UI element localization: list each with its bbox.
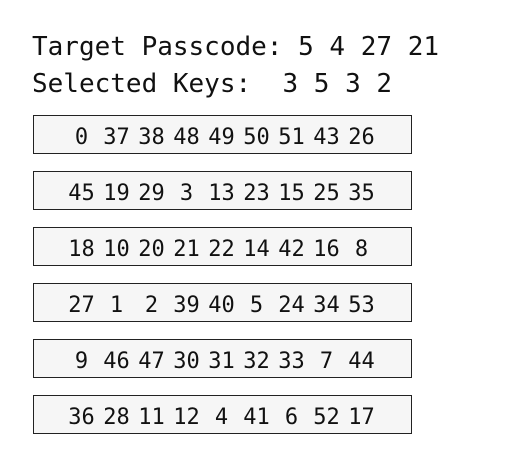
key-button[interactable]: 44 xyxy=(348,349,375,374)
key-button[interactable]: 43 xyxy=(313,125,340,150)
selected-keys-line: Selected Keys: 3 5 3 2 xyxy=(32,69,392,99)
key-button[interactable]: 31 xyxy=(208,349,235,374)
selected-key-value: 3 xyxy=(345,69,361,99)
key-button[interactable]: 8 xyxy=(354,237,369,262)
key-button[interactable]: 1 xyxy=(109,293,124,318)
key-button[interactable]: 33 xyxy=(278,349,305,374)
key-button[interactable]: 28 xyxy=(103,405,130,430)
key-button[interactable]: 25 xyxy=(313,181,340,206)
key-button[interactable]: 53 xyxy=(348,293,375,318)
key-button[interactable]: 24 xyxy=(278,293,305,318)
key-button[interactable]: 9 xyxy=(74,349,89,374)
key-button[interactable]: 34 xyxy=(313,293,340,318)
keypad-row-2: 45 19 29 3 13 23 15 25 35 xyxy=(33,171,412,210)
key-button[interactable]: 52 xyxy=(313,405,340,430)
key-button[interactable]: 36 xyxy=(68,405,95,430)
key-button[interactable]: 42 xyxy=(278,237,305,262)
key-button[interactable]: 40 xyxy=(208,293,235,318)
keypad-row-3: 18 10 20 21 22 14 42 16 8 xyxy=(33,227,412,266)
key-button[interactable]: 11 xyxy=(138,405,165,430)
key-button[interactable]: 51 xyxy=(278,125,305,150)
key-button[interactable]: 21 xyxy=(173,237,200,262)
key-button[interactable]: 4 xyxy=(214,405,229,430)
key-button[interactable]: 47 xyxy=(138,349,165,374)
key-button[interactable]: 2 xyxy=(144,293,159,318)
target-passcode-digit: 5 xyxy=(298,32,314,62)
key-button[interactable]: 6 xyxy=(284,405,299,430)
key-button[interactable]: 41 xyxy=(243,405,270,430)
selected-keys-label: Selected Keys: xyxy=(32,69,267,99)
key-button[interactable]: 39 xyxy=(173,293,200,318)
key-button[interactable]: 38 xyxy=(138,125,165,150)
key-button[interactable]: 27 xyxy=(68,293,95,318)
key-button[interactable]: 18 xyxy=(68,237,95,262)
key-button[interactable]: 7 xyxy=(319,349,334,374)
key-button[interactable]: 29 xyxy=(138,181,165,206)
key-button[interactable]: 32 xyxy=(243,349,270,374)
target-passcode-digit: 27 xyxy=(360,32,393,62)
selected-key-value: 3 xyxy=(282,69,299,99)
key-button[interactable]: 15 xyxy=(278,181,305,206)
key-button[interactable]: 13 xyxy=(208,181,235,206)
keypad-row-5: 9 46 47 30 31 32 33 7 44 xyxy=(33,339,412,378)
key-button[interactable]: 3 xyxy=(179,181,194,206)
key-button[interactable]: 37 xyxy=(103,125,130,150)
key-button[interactable]: 35 xyxy=(348,181,375,206)
key-button[interactable]: 30 xyxy=(173,349,200,374)
selected-key-value: 2 xyxy=(376,69,393,99)
key-button[interactable]: 45 xyxy=(68,181,95,206)
key-button[interactable]: 26 xyxy=(348,125,375,150)
key-button[interactable]: 20 xyxy=(138,237,165,262)
key-button[interactable]: 49 xyxy=(208,125,235,150)
keypad-row-1: 0 37 38 48 49 50 51 43 26 xyxy=(33,115,412,154)
target-passcode-digit: 4 xyxy=(329,32,346,62)
key-button[interactable]: 5 xyxy=(249,293,264,318)
key-button[interactable]: 0 xyxy=(74,125,89,150)
key-button[interactable]: 48 xyxy=(173,125,200,150)
key-button[interactable]: 23 xyxy=(243,181,270,206)
keypad-row-6: 36 28 11 12 4 41 6 52 17 xyxy=(33,395,412,434)
key-button[interactable]: 46 xyxy=(103,349,130,374)
target-passcode-digit: 21 xyxy=(407,32,440,62)
key-button[interactable]: 12 xyxy=(173,405,200,430)
key-button[interactable]: 17 xyxy=(348,405,375,430)
target-passcode-label: Target Passcode: xyxy=(32,32,283,62)
key-button[interactable]: 22 xyxy=(208,237,235,262)
key-button[interactable]: 14 xyxy=(243,237,270,262)
key-button[interactable]: 10 xyxy=(103,237,130,262)
target-passcode-line: Target Passcode: 5 4 27 21 xyxy=(32,32,439,62)
key-button[interactable]: 16 xyxy=(313,237,340,262)
key-button[interactable]: 19 xyxy=(103,181,130,206)
selected-key-value: 5 xyxy=(313,69,330,99)
key-button[interactable]: 50 xyxy=(243,125,270,150)
